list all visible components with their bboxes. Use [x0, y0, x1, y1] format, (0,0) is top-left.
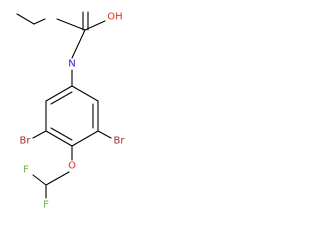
atom-label-nitrogen: N — [68, 59, 75, 70]
bond-ring-bromine-right — [97, 130, 112, 139]
atom-label-bromine-right: Br — [114, 136, 126, 147]
ring-bond-top-right — [71, 85, 99, 102]
atom-label-fluorine-top: F — [23, 165, 29, 176]
bond-ring-bromine-left — [32, 130, 47, 139]
atom-label-ether-oxygen: O — [68, 161, 76, 172]
bond-ethyl-ch2-o — [33, 18, 46, 25]
atom-label-fluorine-bottom: F — [43, 200, 49, 211]
ring-inner-double-top-left — [50, 91, 73, 105]
ring-inner-double-bottom-left — [50, 127, 73, 141]
bond-oxygen-chf2 — [45, 171, 70, 186]
ring-bond-top-left — [45, 85, 73, 102]
bond-carbon-hydroxyl — [84, 20, 106, 31]
bond-ethyl-ch3-ch2 — [16, 13, 35, 25]
bond-ester-o-carbon — [56, 18, 86, 31]
bond-chf2-fluorine-top — [32, 174, 47, 186]
bond-carbon-nitrogen — [71, 29, 86, 59]
ring-bond-bottom-left — [45, 130, 73, 147]
atom-label-hydroxyl: OH — [107, 12, 122, 23]
atom-label-bromine-left: Br — [20, 136, 32, 147]
chemical-structure-diagram: N OH O Br Br F F — [16, 11, 126, 211]
ring-bond-bottom-right — [71, 130, 99, 147]
